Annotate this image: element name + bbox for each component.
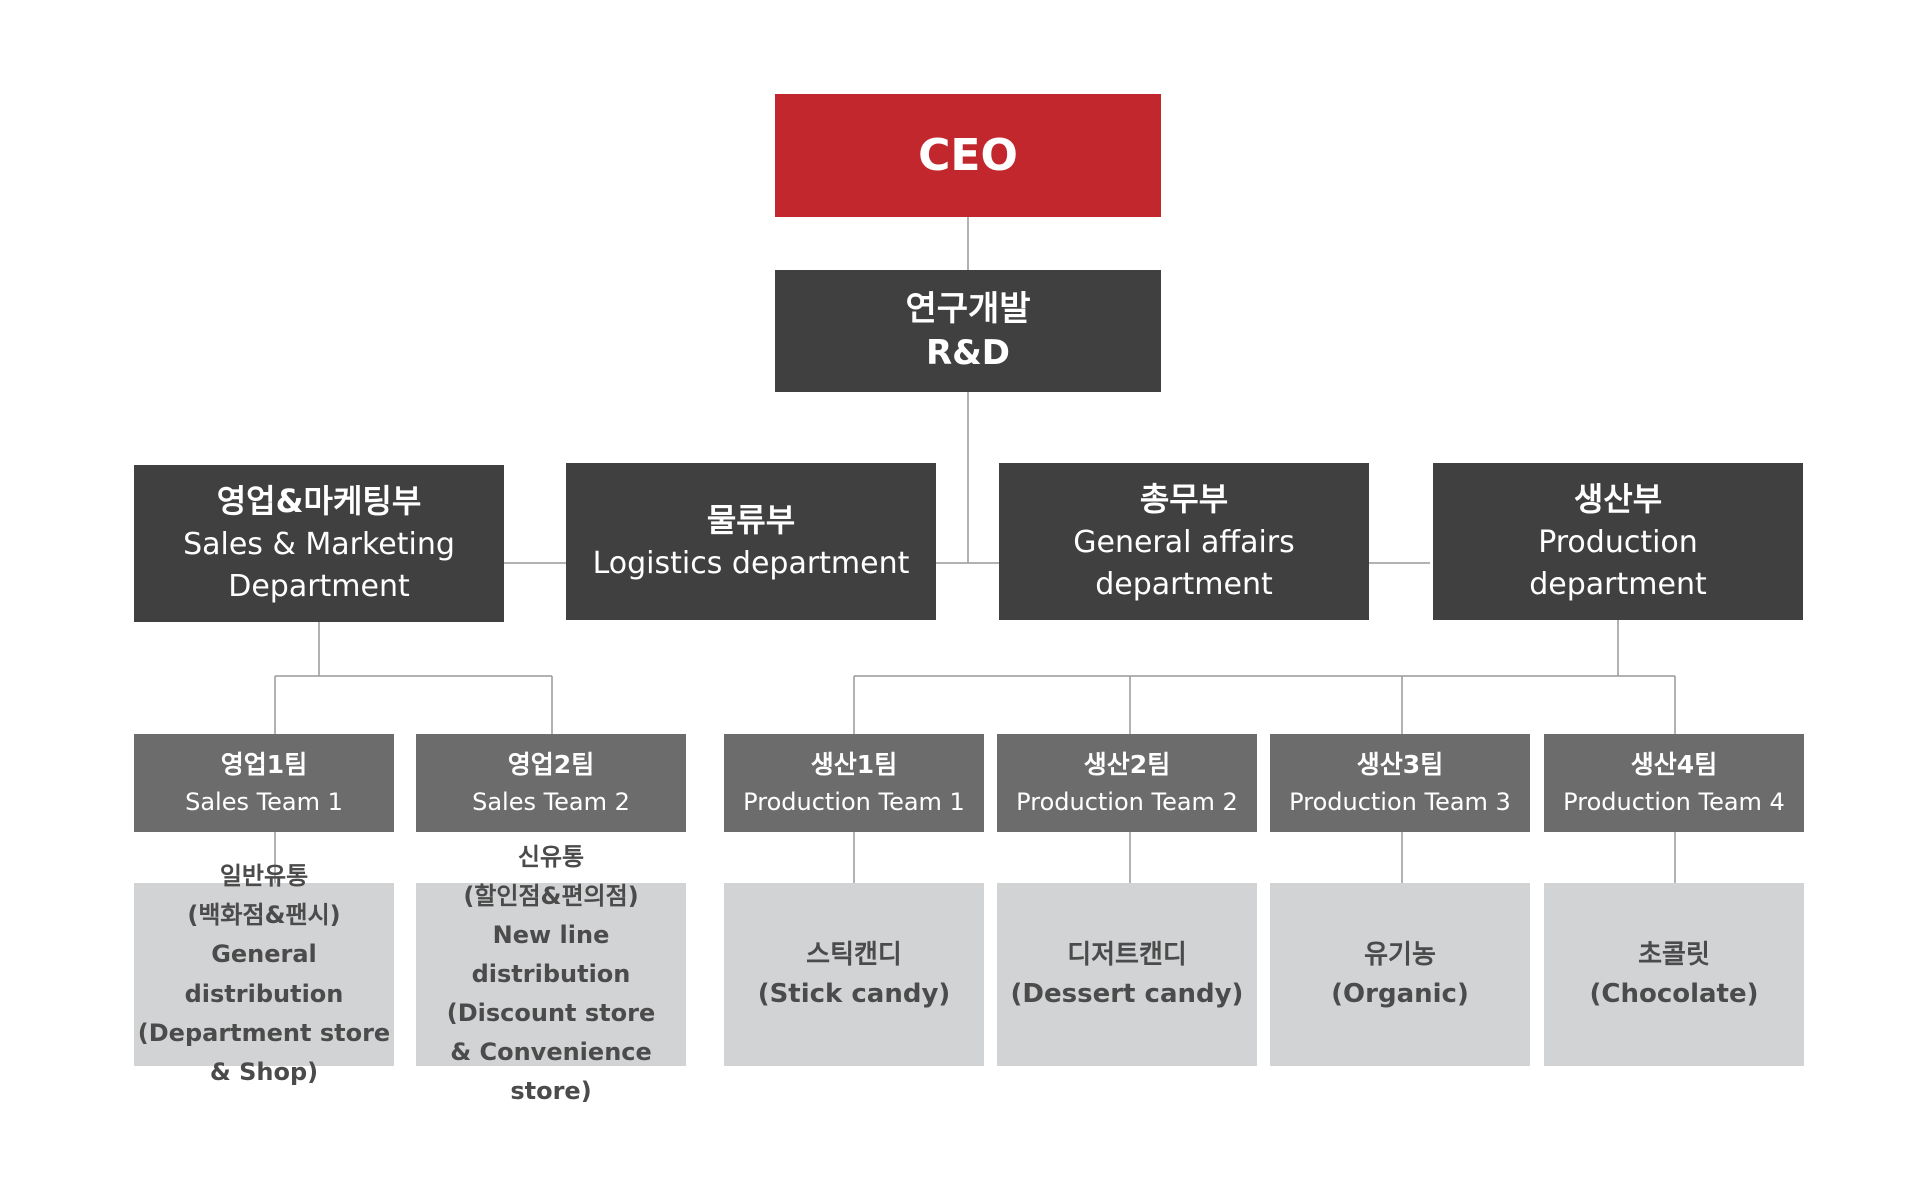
leaf-line: (백화점&팬시) (187, 901, 341, 930)
leaf-new-line-distribution: 신유통 (할인점&편의점) New line distribution (Dis… (416, 843, 686, 1105)
leaf-line: (Dessert candy) (1010, 978, 1244, 1009)
rd-label-ko: 연구개발 (905, 288, 1031, 329)
department-label-ko: 생산부 (1573, 480, 1663, 519)
leaf-stick-candy: 스틱캔디 (Stick candy) (724, 883, 984, 1066)
leaf-chocolate: 초콜릿 (Chocolate) (1544, 883, 1804, 1066)
department-label-en: department (1095, 566, 1273, 602)
leaf-line: (Stick candy) (757, 978, 951, 1009)
team-production-4: 생산4팀 Production Team 4 (1544, 734, 1804, 832)
department-label-en: Production (1538, 524, 1698, 560)
leaf-line: (Chocolate) (1589, 978, 1759, 1009)
leaf-line: 신유통 (517, 842, 585, 871)
leaf-dessert-candy: 디저트캔디 (Dessert candy) (997, 883, 1257, 1066)
team-label-ko: 생산2팀 (1083, 750, 1171, 780)
department-label-en: Logistics department (592, 545, 910, 581)
team-label-en: Sales Team 1 (185, 787, 343, 816)
team-label-en: Production Team 1 (743, 787, 965, 816)
team-label-en: Production Team 2 (1016, 787, 1238, 816)
department-logistics: 물류부 Logistics department (566, 463, 936, 620)
leaf-line: (Department store (137, 1018, 391, 1047)
department-label-en: General affairs (1073, 524, 1295, 560)
leaf-line: 일반유통 (219, 862, 309, 891)
department-general-affairs: 총무부 General affairs department (999, 463, 1369, 620)
leaf-line: & Shop) (209, 1057, 319, 1086)
department-label-ko: 총무부 (1139, 480, 1229, 519)
leaf-line: (Discount store (446, 999, 656, 1028)
leaf-general-distribution: 일반유통 (백화점&팬시) General distribution (Depa… (134, 862, 394, 1086)
team-label-ko: 영업1팀 (220, 750, 308, 780)
team-sales-1: 영업1팀 Sales Team 1 (134, 734, 394, 832)
leaf-line: New line distribution (471, 920, 631, 988)
team-label-en: Sales Team 2 (472, 787, 630, 816)
ceo-box: CEO (775, 94, 1161, 217)
team-label-en: Production Team 3 (1289, 787, 1511, 816)
department-label-en: department (1529, 566, 1707, 602)
leaf-organic: 유기농 (Organic) (1270, 883, 1530, 1066)
team-production-1: 생산1팀 Production Team 1 (724, 734, 984, 832)
team-label-en: Production Team 4 (1563, 787, 1785, 816)
team-production-3: 생산3팀 Production Team 3 (1270, 734, 1530, 832)
department-label-ko: 영업&마케팅부 (216, 482, 422, 521)
rd-box: 연구개발 R&D (775, 270, 1161, 392)
team-sales-2: 영업2팀 Sales Team 2 (416, 734, 686, 832)
leaf-line: 초콜릿 (1638, 939, 1710, 970)
department-sales-marketing: 영업&마케팅부 Sales & Marketing Department (134, 465, 504, 622)
department-label-en: Sales & Marketing (183, 526, 455, 562)
leaf-line: (Organic) (1331, 978, 1469, 1009)
department-label-en: Department (228, 568, 410, 604)
department-production: 생산부 Production department (1433, 463, 1803, 620)
department-label-ko: 물류부 (706, 501, 796, 540)
leaf-line: 디저트캔디 (1067, 939, 1187, 970)
team-label-ko: 생산4팀 (1630, 750, 1718, 780)
leaf-line: 스틱캔디 (806, 939, 902, 970)
leaf-line: 유기농 (1364, 939, 1436, 970)
team-label-ko: 영업2팀 (507, 750, 595, 780)
team-label-ko: 생산3팀 (1356, 750, 1444, 780)
ceo-label: CEO (918, 130, 1018, 181)
leaf-line: & Convenience store) (450, 1038, 652, 1106)
rd-label-en: R&D (925, 333, 1011, 373)
leaf-line: (할인점&편의점) (463, 881, 639, 910)
team-label-ko: 생산1팀 (810, 750, 898, 780)
leaf-line: General distribution (184, 940, 344, 1008)
team-production-2: 생산2팀 Production Team 2 (997, 734, 1257, 832)
